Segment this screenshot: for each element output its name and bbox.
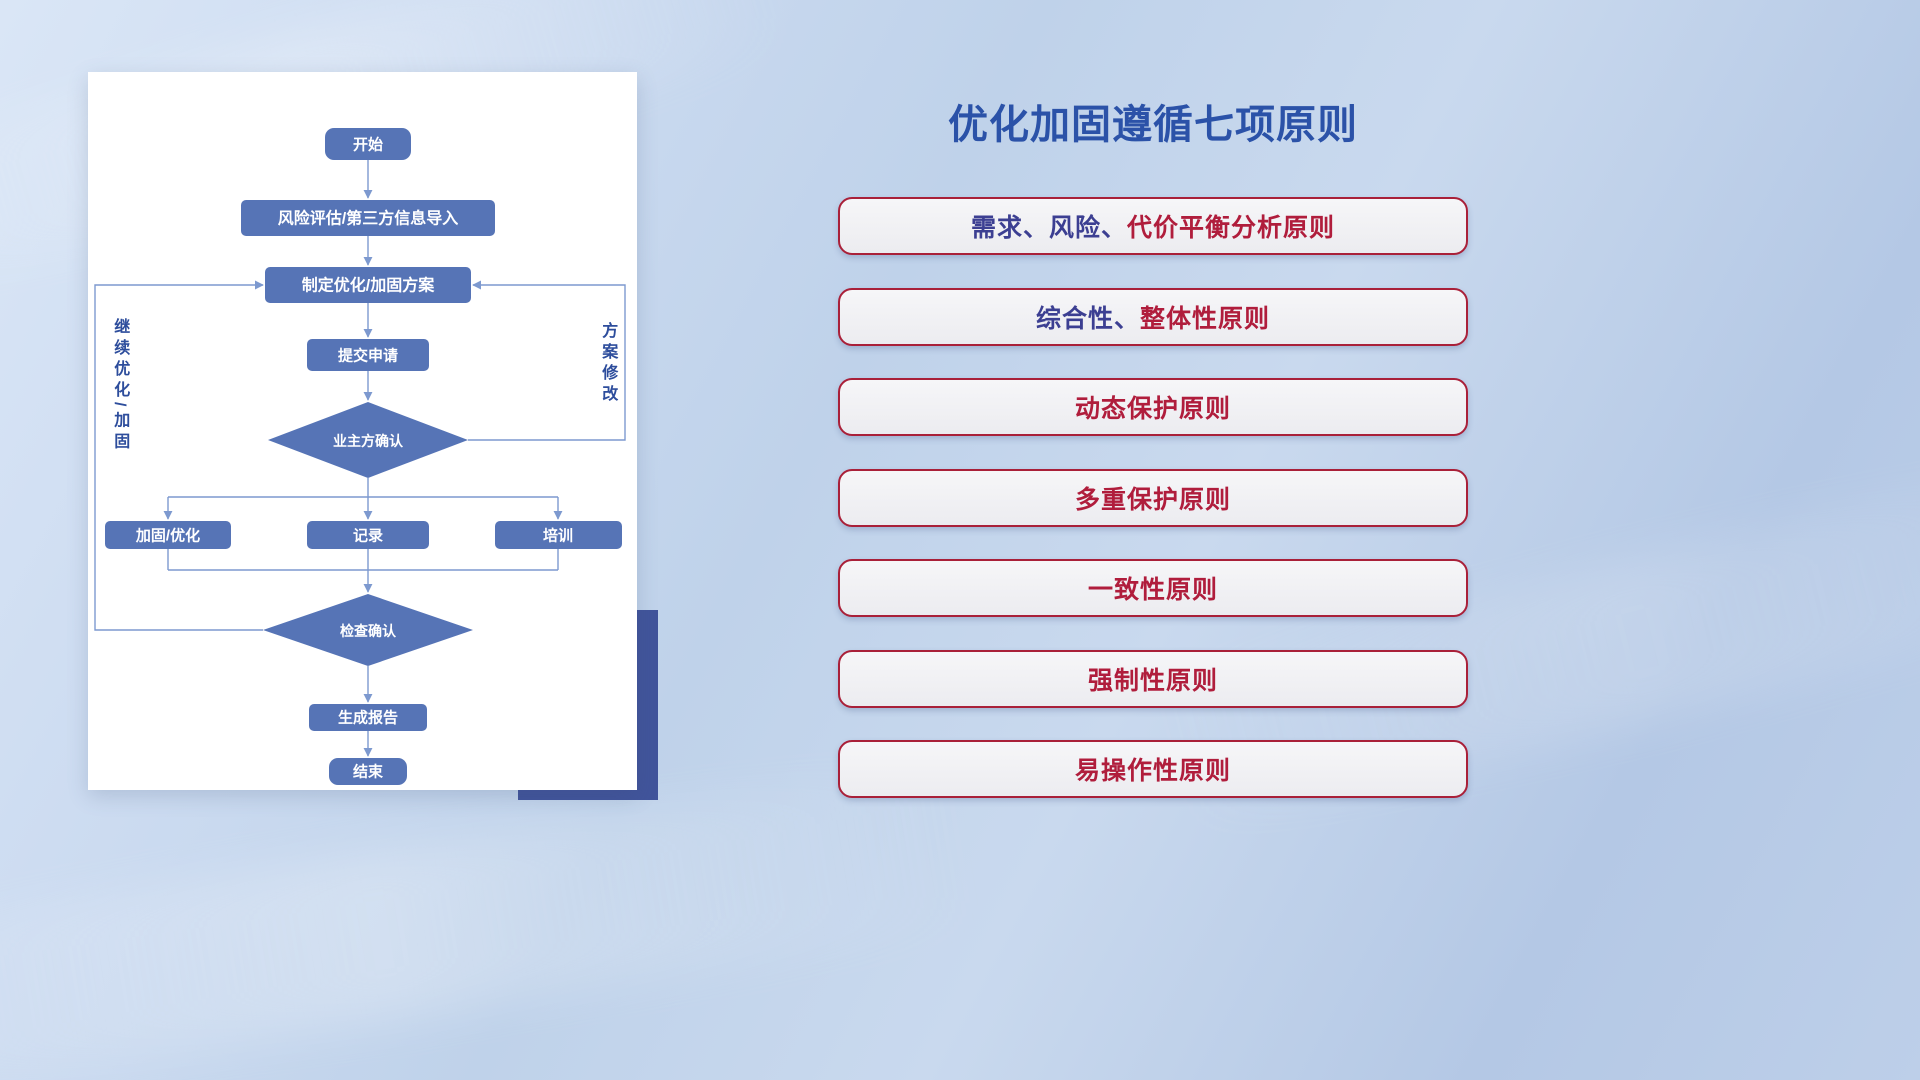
page-title: 优化加固遵循七项原则 xyxy=(948,103,1358,147)
node-record xyxy=(307,521,429,549)
principle-text: 易操作性原则 xyxy=(1074,757,1231,785)
node-risk-import xyxy=(241,200,495,236)
background-streak xyxy=(0,757,986,1080)
node-submit xyxy=(307,339,429,371)
node-submit-label: 提交申请 xyxy=(338,347,398,365)
principle-item-2: 综合性、整体性原则 xyxy=(838,287,1468,346)
node-record-label: 记录 xyxy=(353,528,383,545)
principle-text: 一致性原则 xyxy=(1087,576,1218,604)
node-start xyxy=(325,128,411,160)
flowchart: 开始 风险评估/第三方信息导入 制定优化/加固方案 提交申请 业主方确认 加固/… xyxy=(94,128,626,785)
principle-item-6: 强制性原则 xyxy=(838,649,1468,708)
node-risk-import-label: 风险评估/第三方信息导入 xyxy=(278,209,458,228)
node-train-label: 培训 xyxy=(543,527,573,545)
node-make-plan xyxy=(265,267,471,303)
node-report-label: 生成报告 xyxy=(338,709,398,727)
node-harden xyxy=(105,521,231,549)
node-start-label: 开始 xyxy=(353,136,383,154)
loop-label-continue-optimize: 继续优化/加固 xyxy=(111,318,129,454)
node-train xyxy=(495,521,622,549)
node-owner-confirm xyxy=(268,402,468,478)
loop-label-plan-modify: 方案修改 xyxy=(599,322,617,406)
principle-text: 需求、风险、 xyxy=(970,214,1127,242)
flowchart-connectors xyxy=(94,160,626,757)
principles-list: 需求、风险、代价平衡分析原则 综合性、整体性原则 动态保护原则 多重保护原则 一… xyxy=(838,197,1468,798)
node-make-plan-label: 制定优化/加固方案 xyxy=(302,276,435,295)
node-check-confirm-label: 检查确认 xyxy=(340,623,397,639)
principle-item-3: 动态保护原则 xyxy=(838,378,1468,436)
principle-text: 整体性原则 xyxy=(1140,304,1271,333)
node-owner-confirm-label: 业主方确认 xyxy=(333,433,404,449)
node-end xyxy=(329,758,407,785)
principle-text: 动态保护原则 xyxy=(1074,395,1231,423)
principle-item-1: 需求、风险、代价平衡分析原则 xyxy=(838,197,1468,255)
principle-text: 强制性原则 xyxy=(1087,666,1218,695)
node-check-confirm xyxy=(263,594,473,666)
principle-item-4: 多重保护原则 xyxy=(838,468,1468,527)
flowchart-card: 开始 风险评估/第三方信息导入 制定优化/加固方案 提交申请 业主方确认 加固/… xyxy=(88,72,637,790)
flowchart-nodes: 开始 风险评估/第三方信息导入 制定优化/加固方案 提交申请 业主方确认 加固/… xyxy=(105,128,622,785)
node-end-label: 结束 xyxy=(353,763,384,781)
principle-item-5: 一致性原则 xyxy=(838,559,1468,617)
node-harden-label: 加固/优化 xyxy=(135,527,200,545)
node-report xyxy=(309,704,427,731)
principle-item-7: 易操作性原则 xyxy=(838,740,1468,798)
principle-text: 综合性、 xyxy=(1035,304,1140,333)
principle-text: 代价平衡分析原则 xyxy=(1127,214,1336,242)
principle-text: 多重保护原则 xyxy=(1074,485,1231,514)
